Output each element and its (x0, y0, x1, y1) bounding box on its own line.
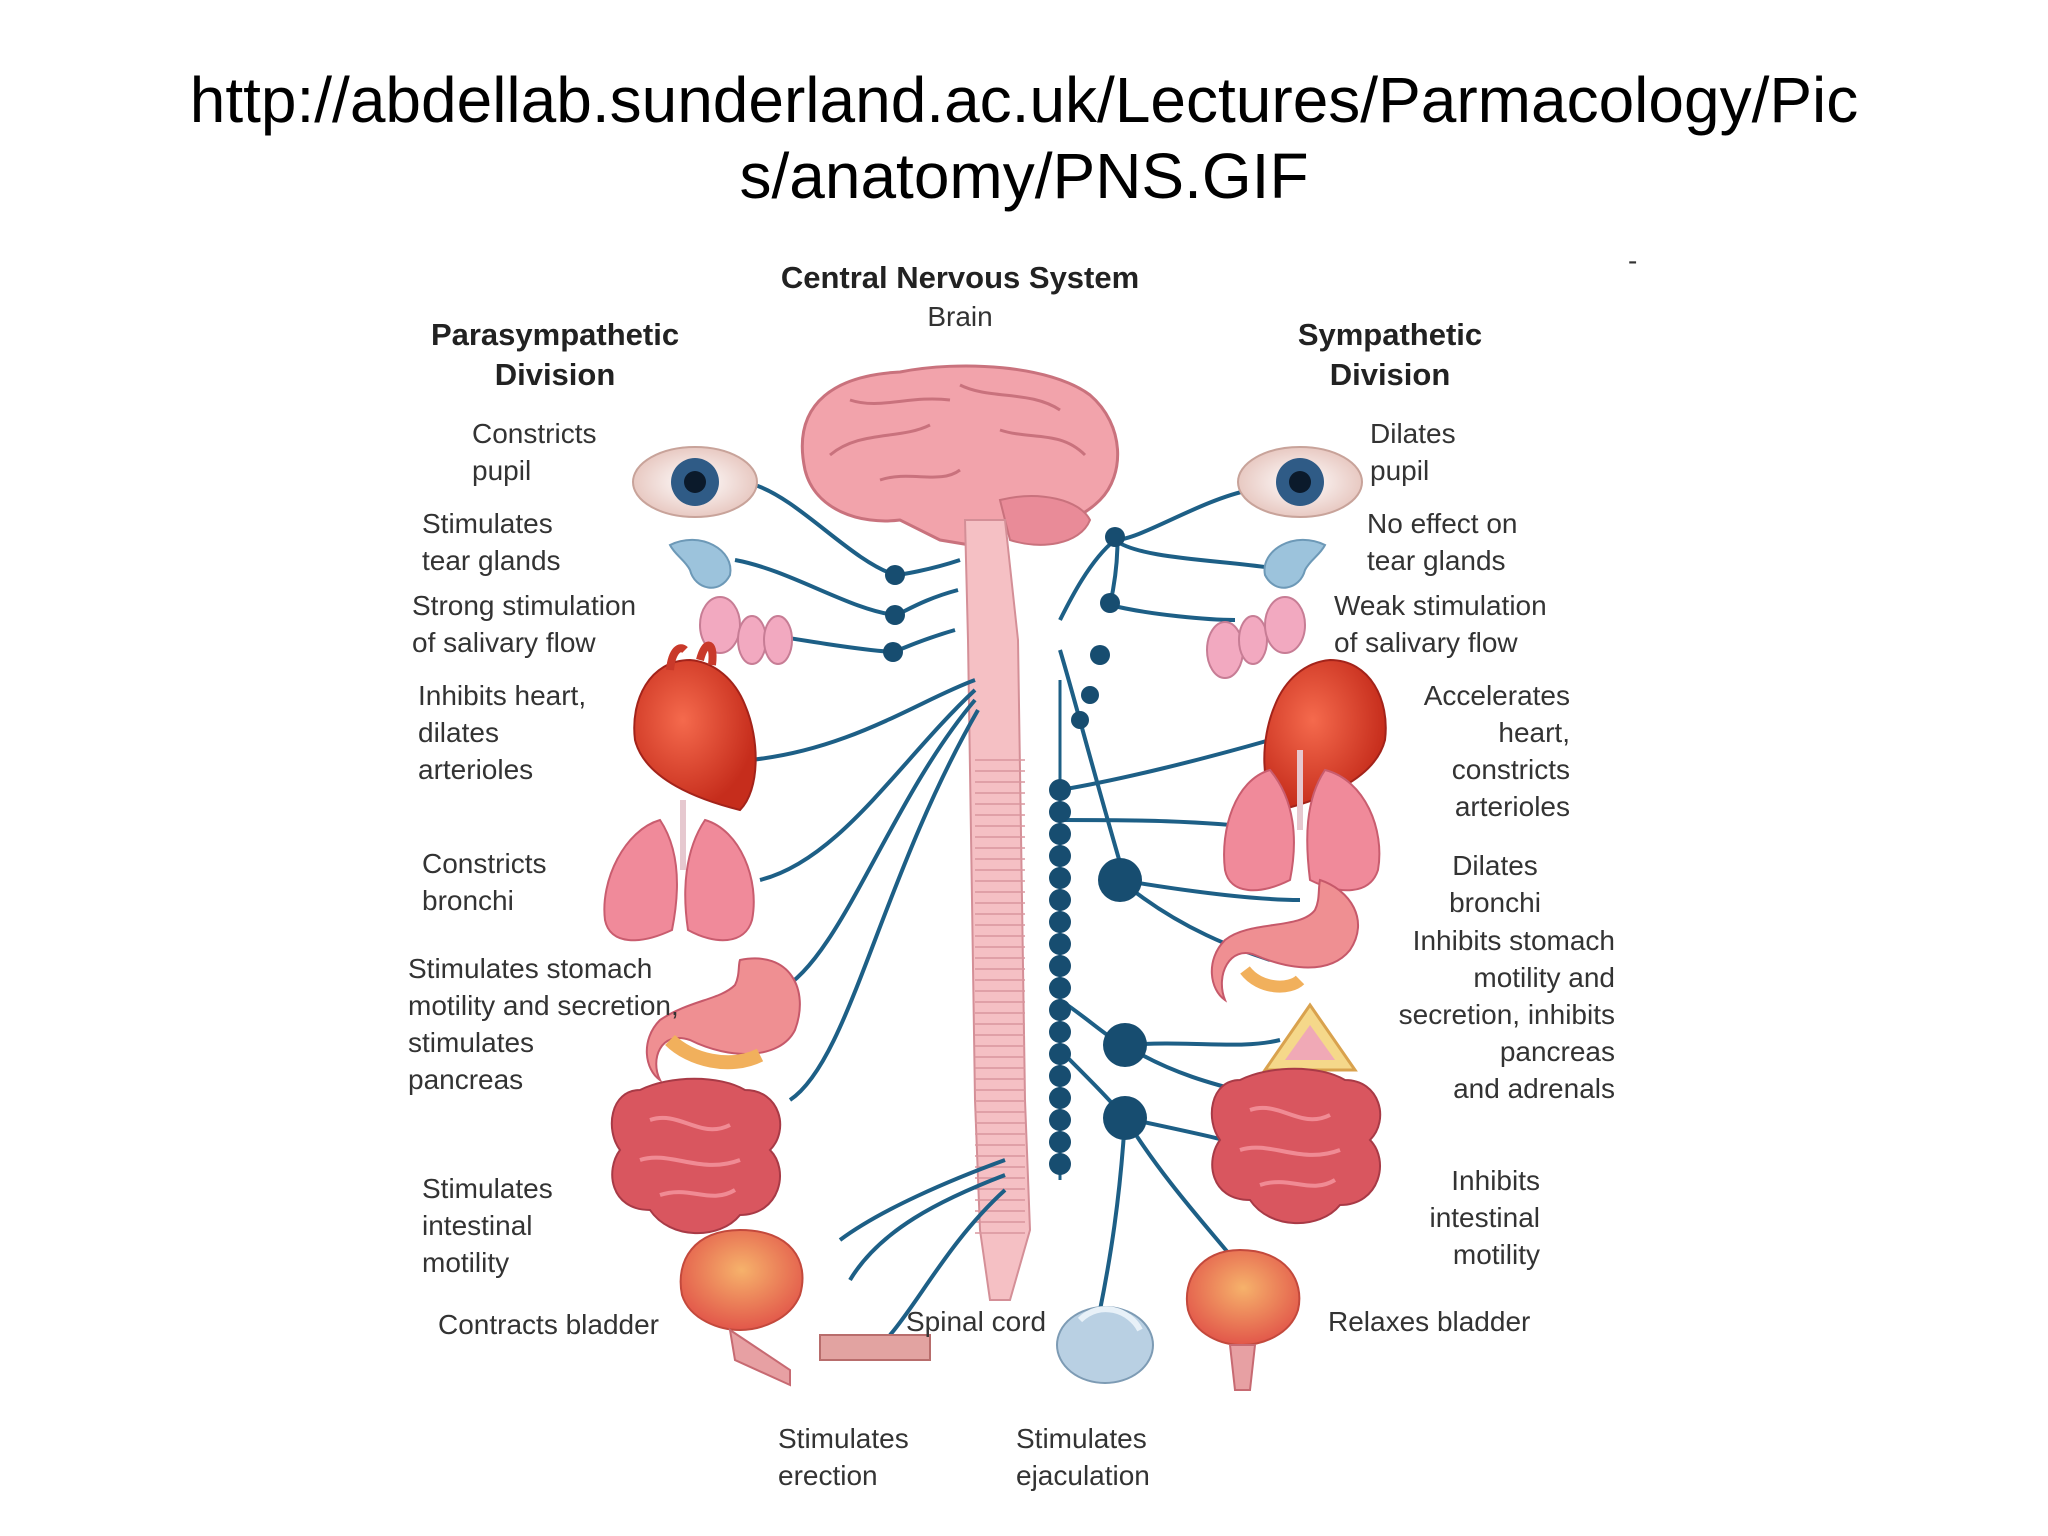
ganglion-node (1103, 1023, 1147, 1067)
right-tear-gland-illustration (1263, 538, 1327, 589)
ganglion-node (1049, 779, 1071, 801)
ganglion-node (1049, 1043, 1071, 1065)
symp-lungs-label: Dilates bronchi (1449, 850, 1541, 918)
left-lungs-illustration (603, 800, 755, 942)
left-eye-illustration (632, 446, 758, 518)
ganglion-node (1049, 823, 1071, 845)
ganglia (883, 527, 1147, 1175)
symp-eye-label: Dilates pupil (1370, 418, 1456, 486)
ganglion-node (1049, 801, 1071, 823)
symp-intestine-label: Inhibits intestinal motility (1429, 1165, 1540, 1270)
ganglion-node (1049, 911, 1071, 933)
ganglion-node (1090, 645, 1110, 665)
brain-illustration (800, 364, 1120, 547)
ganglion-node (1081, 686, 1099, 704)
left-bladder-illustration (679, 1228, 804, 1387)
para-saliva-label: Strong stimulation of salivary flow (412, 590, 637, 658)
slide-title: http://abdellab.sunderland.ac.uk/Lecture… (0, 62, 2048, 214)
ganglion-node (1049, 977, 1071, 999)
ganglion-node (1049, 933, 1071, 955)
penis-illustration (819, 1334, 931, 1361)
ganglion-node (1049, 845, 1071, 867)
ganglion-node (1049, 889, 1071, 911)
title-line-1: http://abdellab.sunderland.ac.uk/Lecture… (189, 64, 1859, 136)
para-bladder-label: Contracts bladder (438, 1309, 660, 1340)
ganglion-node (1049, 1109, 1071, 1131)
ganglion-node (1049, 1021, 1071, 1043)
para-lungs-label: Constricts bronchi (422, 848, 547, 916)
brain-label: Brain (927, 301, 993, 332)
ganglion-node (1049, 1065, 1071, 1087)
title-line-2: s/anatomy/PNS.GIF (739, 140, 1309, 212)
ganglion-node (1103, 1096, 1147, 1140)
para-stomach-label: Stimulates stomach motility and secretio… (408, 953, 679, 1095)
ganglion-node (1100, 593, 1120, 613)
right-lungs-illustration (1223, 750, 1381, 892)
right-bladder-illustration (1185, 1248, 1301, 1391)
symp-saliva-label: Weak stimulation of salivary flow (1334, 590, 1547, 658)
symp-bladder-label: Relaxes bladder (1328, 1306, 1531, 1337)
para-erection-label: Stimulates erection (778, 1423, 909, 1491)
symp-heart-label: Accelerates heart, constricts arterioles (1423, 680, 1570, 822)
ganglion-node (1049, 867, 1071, 889)
left-stomach-illustration (645, 957, 801, 1083)
ganglion-node (1105, 527, 1125, 547)
corner-mark: - (1628, 245, 1638, 276)
left-tear-gland-illustration (668, 538, 732, 589)
spinal-cord-illustration (963, 519, 1032, 1301)
ganglion-node (1049, 1087, 1071, 1109)
ganglion-node (1049, 1153, 1071, 1175)
ganglion-node (1049, 999, 1071, 1021)
right-salivary-gland-illustration (1206, 596, 1306, 679)
ganglion-node (1049, 955, 1071, 977)
para-intestine-label: Stimulates intestinal motility (422, 1173, 553, 1278)
symp-ejaculation-label: Stimulates ejaculation (1016, 1423, 1150, 1491)
para-heart-label: Inhibits heart, dilates arterioles (418, 680, 587, 785)
left-heart-illustration (633, 641, 757, 812)
left-salivary-gland-illustration (699, 596, 793, 665)
symp-stomach-label: Inhibits stomach motility and secretion,… (1398, 925, 1615, 1104)
symp-tear-label: No effect on tear glands (1367, 508, 1518, 576)
cns-title: Central Nervous System (780, 260, 1140, 295)
spinal-cord-label: Spinal cord (906, 1306, 1047, 1337)
ganglion-node (1098, 858, 1142, 902)
parasympathetic-heading: Parasympathetic Division (430, 317, 680, 392)
right-intestine-illustration (1210, 1067, 1382, 1225)
para-eye-label: Constricts pupil (472, 418, 597, 486)
spinal-segments (975, 759, 1025, 1234)
right-eye-illustration (1237, 446, 1363, 518)
ganglion-node (885, 605, 905, 625)
ganglion-node (1049, 1131, 1071, 1153)
ganglion-node (885, 565, 905, 585)
ganglion-node (883, 642, 903, 662)
testis-illustration (1056, 1306, 1154, 1384)
sympathetic-heading: Sympathetic Division (1297, 317, 1483, 392)
para-tear-label: Stimulates tear glands (422, 508, 561, 576)
right-stomach-illustration (1210, 878, 1360, 1003)
ganglion-node (1071, 711, 1089, 729)
left-intestine-illustration (610, 1077, 782, 1235)
